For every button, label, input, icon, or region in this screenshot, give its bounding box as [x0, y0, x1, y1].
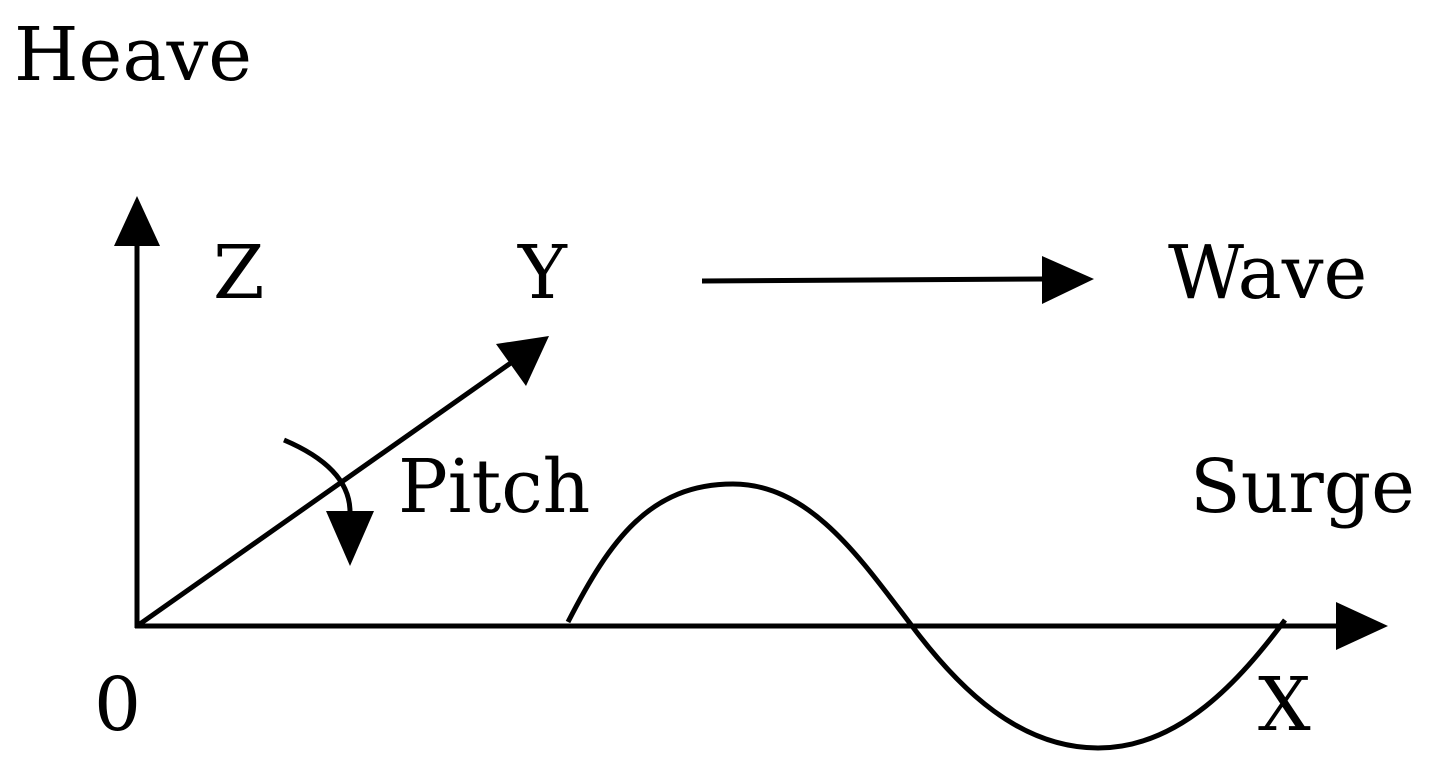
x-axis-label: X: [1258, 662, 1311, 748]
z-axis-arrowhead: [114, 196, 160, 246]
pitch-rotation-curve: [283, 437, 353, 513]
y-axis-label: Y: [517, 230, 568, 316]
z-axis-arrow: [114, 196, 160, 628]
surge-label: Surge: [1190, 444, 1415, 530]
origin-label: 0: [94, 662, 141, 748]
wave-curve: [565, 481, 1287, 751]
x-axis-arrowhead: [1336, 602, 1388, 650]
heave-label: Heave: [14, 12, 252, 98]
wave-direction-arrow: [701, 256, 1094, 304]
wave-label: Wave: [1168, 230, 1367, 316]
pitch-label: Pitch: [398, 444, 590, 530]
y-axis-line: [135, 357, 517, 629]
wave-direction-arrowhead: [1042, 256, 1094, 304]
wave-direction-line: [701, 276, 1046, 284]
pitch-rotation-arrowhead: [326, 511, 374, 566]
y-axis-arrow: [135, 336, 549, 629]
x-axis-arrow: [135, 602, 1388, 650]
pitch-rotation-arrow: [283, 437, 374, 566]
y-axis-arrowhead: [496, 336, 549, 386]
z-axis-label: Z: [213, 230, 264, 316]
